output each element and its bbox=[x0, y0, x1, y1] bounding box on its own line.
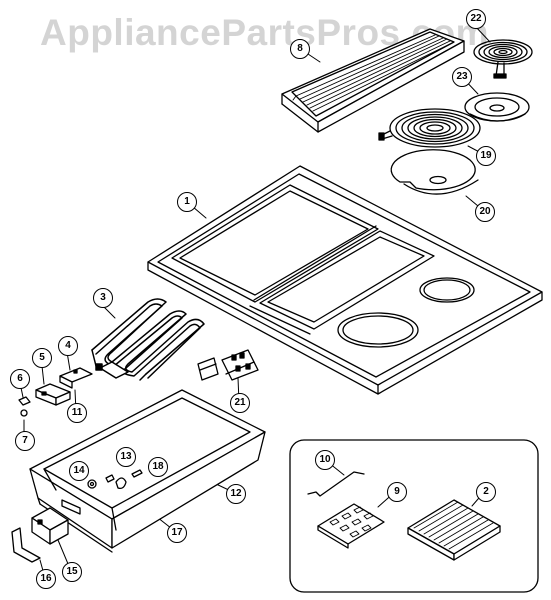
callout-10: 10 bbox=[315, 450, 335, 470]
pan-hardware bbox=[88, 470, 142, 488]
callout-13: 13 bbox=[116, 447, 136, 467]
callout-18: 18 bbox=[148, 457, 168, 477]
callout-3: 3 bbox=[93, 288, 113, 308]
callout-6: 6 bbox=[10, 369, 30, 389]
callout-23: 23 bbox=[452, 67, 472, 87]
callout-20: 20 bbox=[475, 202, 495, 222]
grill-element bbox=[92, 299, 204, 380]
callout-19: 19 bbox=[476, 146, 496, 166]
element-bracket bbox=[60, 368, 92, 388]
small-hardware bbox=[19, 397, 30, 416]
callout-14: 14 bbox=[69, 461, 89, 481]
grill-grate bbox=[408, 500, 500, 560]
callout-8: 8 bbox=[290, 39, 310, 59]
callout-16: 16 bbox=[36, 569, 56, 589]
cooktop bbox=[148, 166, 542, 394]
callout-2: 2 bbox=[476, 482, 496, 502]
inset-box bbox=[290, 440, 538, 592]
large-surface-element bbox=[379, 109, 480, 147]
callout-11: 11 bbox=[67, 403, 87, 423]
callout-1: 1 bbox=[177, 192, 197, 212]
large-drip-bowl bbox=[391, 150, 478, 194]
callout-15: 15 bbox=[62, 562, 82, 582]
griddle-grate bbox=[282, 29, 464, 132]
callout-7: 7 bbox=[15, 431, 35, 451]
receptacle-block bbox=[36, 384, 70, 405]
small-drip-bowl bbox=[465, 93, 529, 121]
pan-bracket bbox=[12, 508, 68, 562]
callout-4: 4 bbox=[58, 336, 78, 356]
grill-rock-plate bbox=[318, 504, 384, 548]
callout-21: 21 bbox=[230, 393, 250, 413]
terminal-block bbox=[198, 350, 258, 380]
small-surface-element bbox=[474, 40, 532, 78]
callout-5: 5 bbox=[32, 348, 52, 368]
wire-rod bbox=[308, 472, 364, 496]
callout-12: 12 bbox=[226, 484, 246, 504]
callout-22: 22 bbox=[466, 9, 486, 29]
callout-9: 9 bbox=[387, 482, 407, 502]
callout-17: 17 bbox=[167, 523, 187, 543]
